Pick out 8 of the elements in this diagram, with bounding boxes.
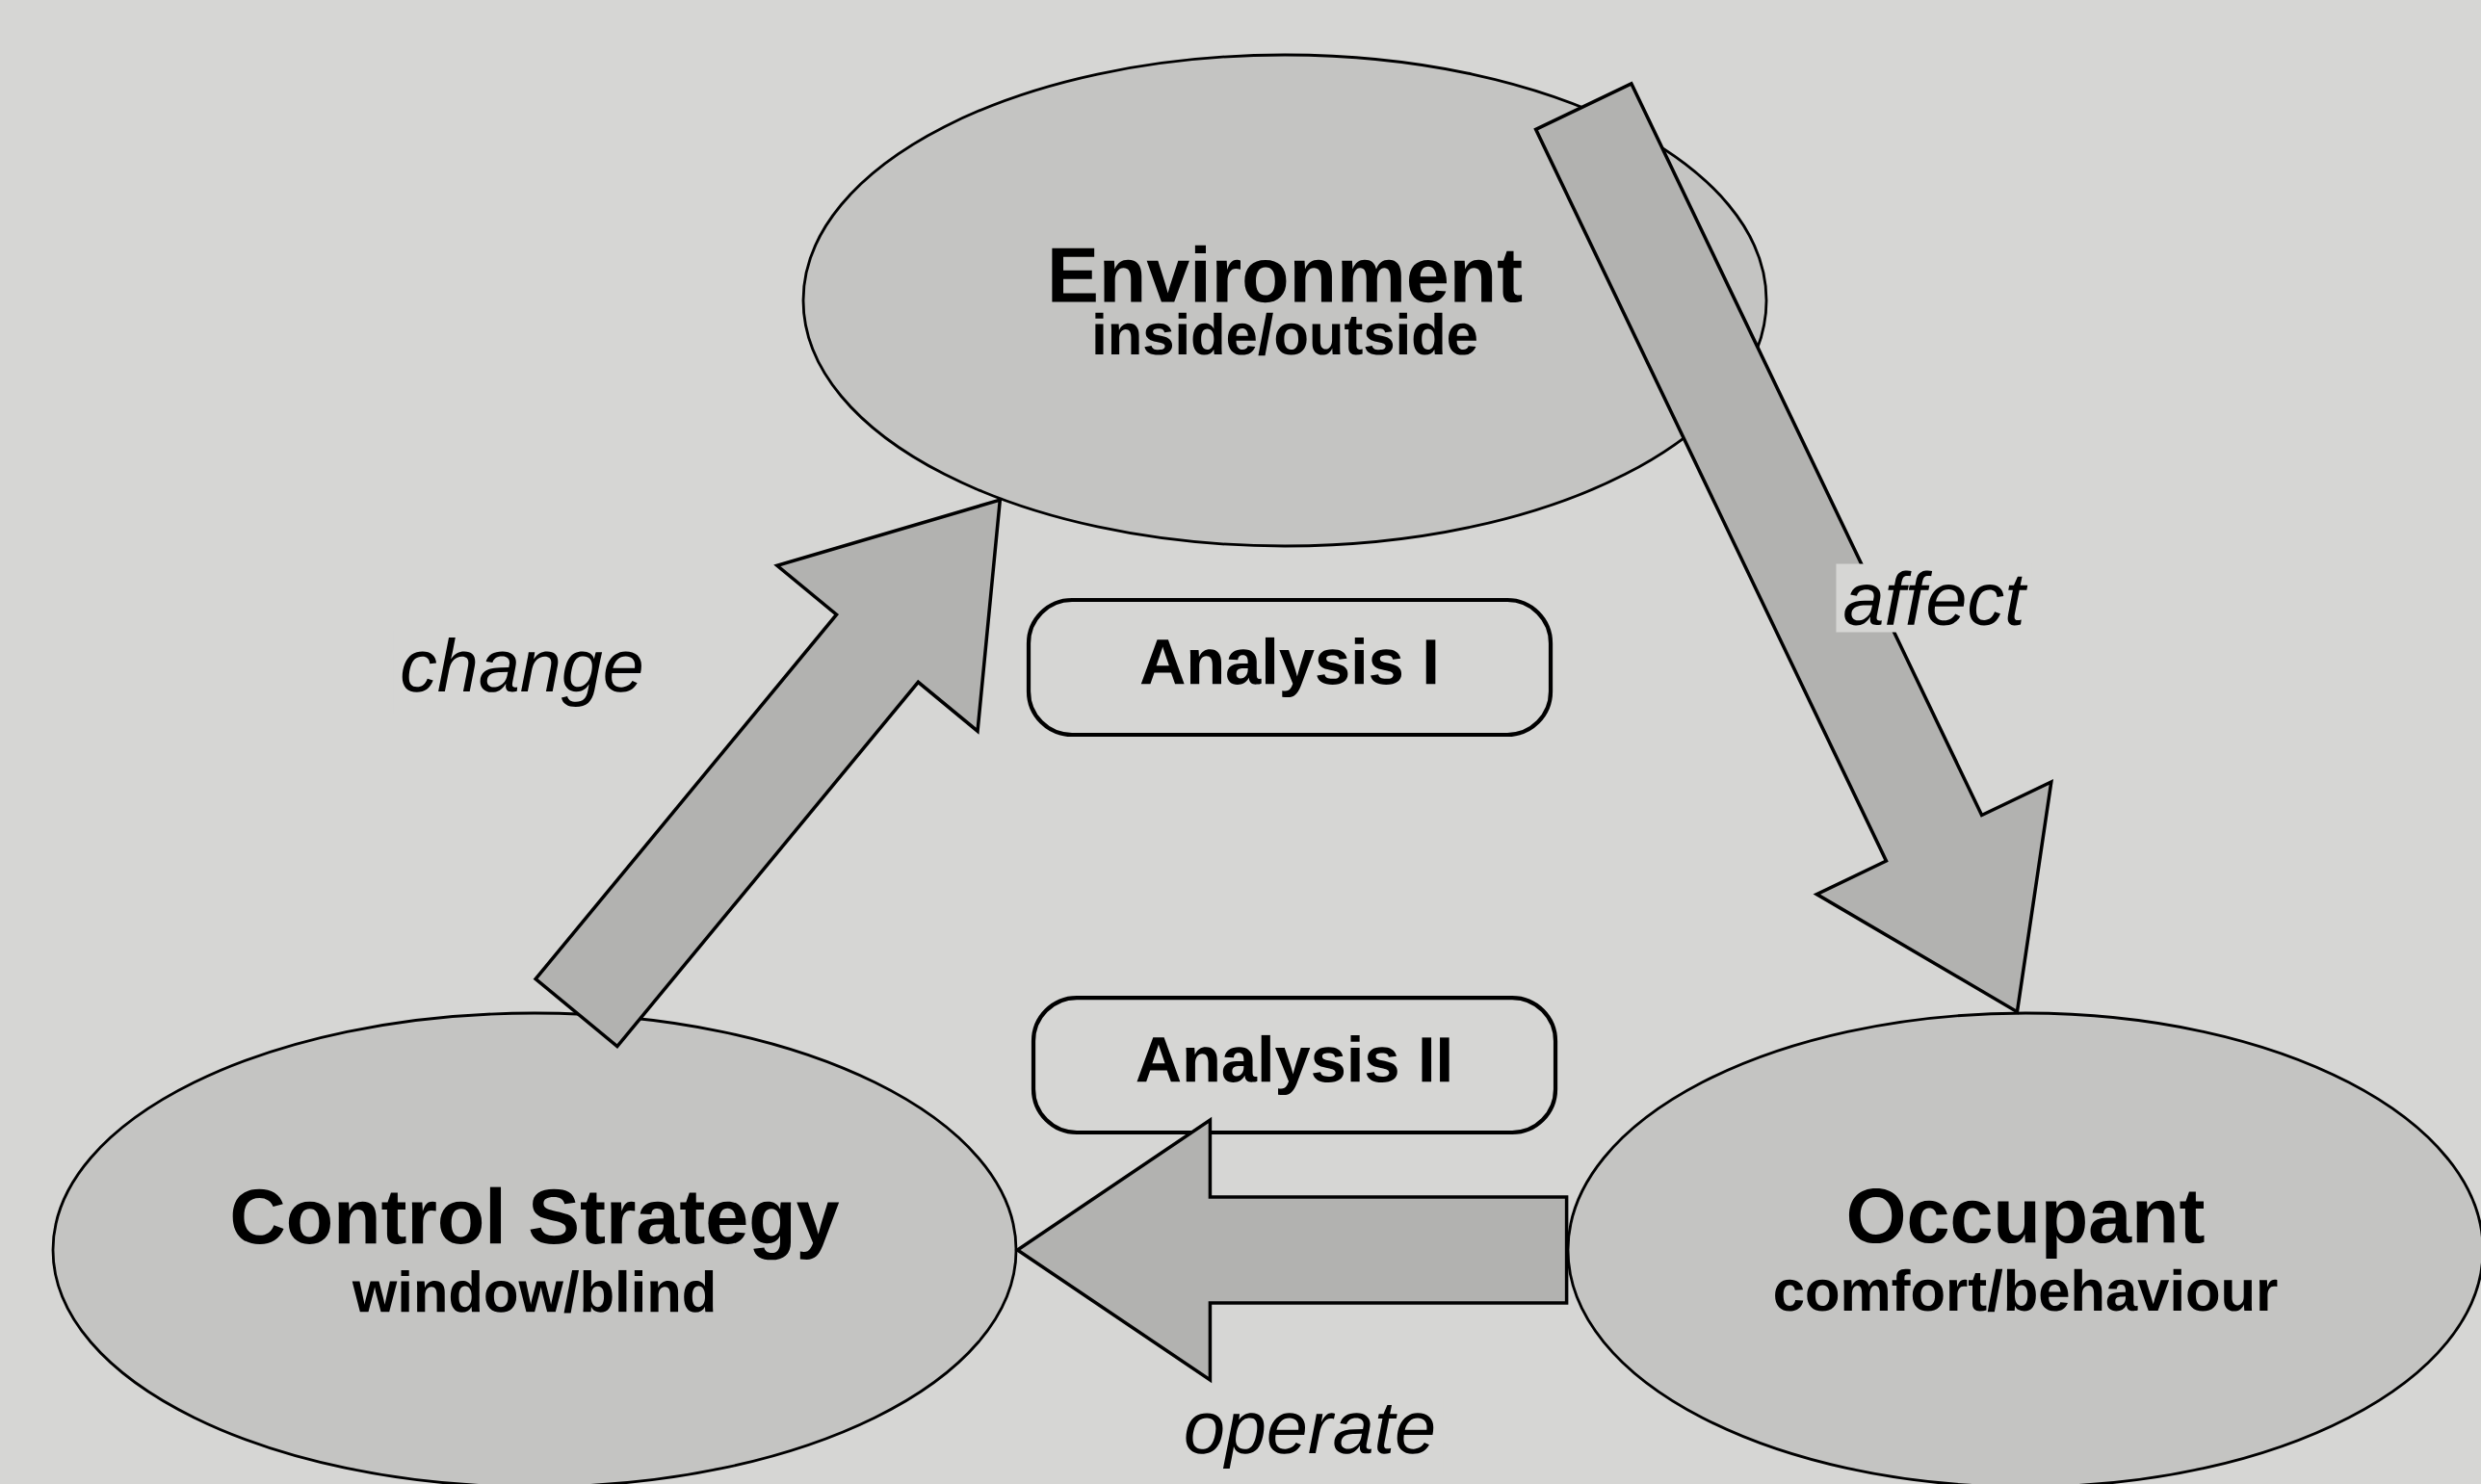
rounded-box: Analysis I <box>1026 597 1554 738</box>
ellipse-node: Control Strategy window/blind <box>51 1011 1018 1484</box>
rounded-box: Analysis II <box>1031 995 1558 1135</box>
edge-label: change <box>393 630 651 715</box>
edge-label: operate <box>1176 1397 1444 1476</box>
edge-label: affect <box>1836 563 2032 633</box>
ellipse-node: Occupant comfort/behaviour <box>1566 1011 2481 1484</box>
block-arrow <box>1014 1116 1569 1384</box>
